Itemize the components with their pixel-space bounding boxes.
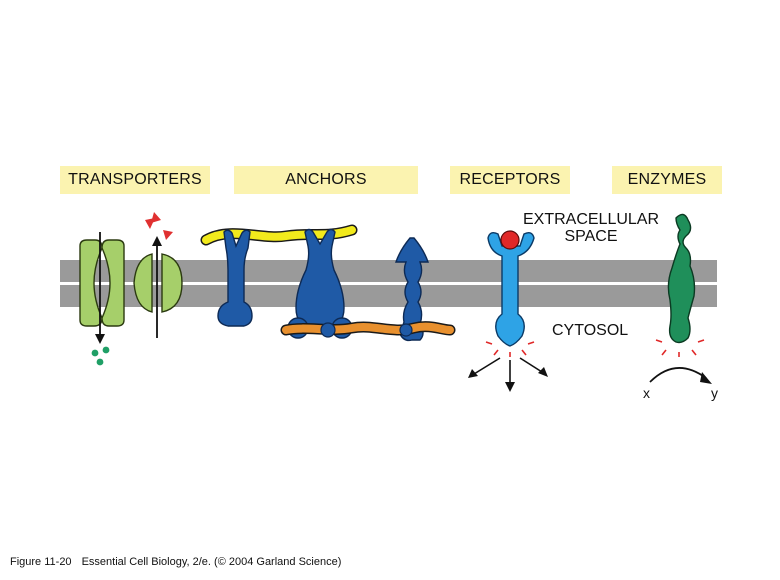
- signal-molecule: [500, 230, 520, 250]
- anchor-protein-3: [395, 237, 429, 342]
- solute-dot: [91, 349, 99, 357]
- anchor-protein-body: [217, 229, 253, 327]
- figure-caption: Figure 11-20 Essential Cell Biology, 2/e.…: [10, 556, 341, 568]
- extracellular-label-line2: SPACE: [564, 228, 618, 245]
- figure-source: Essential Cell Biology, 2/e. (© 2004 Gar…: [81, 556, 342, 568]
- enzyme-protein: [649, 213, 712, 384]
- figure-number: Figure 11-20: [10, 556, 72, 568]
- anchor-protein-body: [395, 237, 429, 342]
- anchor-binding-knob: [399, 323, 413, 337]
- label-anchors: ANCHORS: [234, 166, 418, 194]
- label-enzymes: ENZYMES: [612, 166, 722, 194]
- transport-out-arrowhead: [95, 334, 105, 344]
- reaction-arrow: [649, 367, 707, 383]
- label-transporters-text: TRANSPORTERS: [68, 171, 202, 188]
- reaction-arrowhead: [700, 372, 712, 384]
- enzyme-body: [667, 213, 696, 344]
- intracellular-anchor-fiber: [282, 322, 454, 334]
- transporter-subunit-right: [101, 239, 125, 327]
- lipid-bilayer: [60, 260, 717, 307]
- cytosol-label-text: CYTOSOL: [552, 322, 629, 339]
- label-anchors-text: ANCHORS: [285, 171, 367, 188]
- anchor-protein-1: [217, 229, 253, 327]
- solute-triangle: [151, 212, 161, 223]
- receptor-activation-burst: [485, 341, 535, 357]
- cytosol-label: CYTOSOL: [552, 322, 628, 339]
- anchor-binding-knob: [320, 322, 336, 338]
- solute-dot: [102, 346, 110, 354]
- extracellular-label-line1: EXTRACELLULAR: [522, 211, 660, 228]
- label-transporters: TRANSPORTERS: [60, 166, 210, 194]
- receptor-body: [487, 231, 535, 347]
- label-receptors-text: RECEPTORS: [459, 171, 561, 188]
- transporter-channel: [79, 232, 125, 366]
- solute-triangle: [163, 230, 173, 240]
- product-label: y: [711, 385, 718, 401]
- enzyme-activation-burst: [655, 339, 705, 357]
- transport-in-arrowhead: [152, 236, 162, 246]
- carrier-half-right: [161, 253, 183, 313]
- transporter-subunit-left: [79, 239, 103, 327]
- extracellular-space-label: EXTRACELLULAR SPACE: [514, 211, 668, 245]
- receptor-signal-arrows: [468, 357, 548, 392]
- carrier-half-left: [133, 253, 153, 313]
- membrane-midline: [60, 282, 717, 285]
- transporter-carrier: [133, 212, 183, 338]
- receptor-protein: [468, 230, 548, 392]
- label-receptors: RECEPTORS: [450, 166, 570, 194]
- solute-dot: [96, 358, 104, 366]
- substrate-label: x: [643, 385, 650, 401]
- label-enzymes-text: ENZYMES: [627, 171, 707, 188]
- anchor-protein-body: [295, 228, 345, 333]
- anchor-intracellular-protein: [280, 321, 456, 338]
